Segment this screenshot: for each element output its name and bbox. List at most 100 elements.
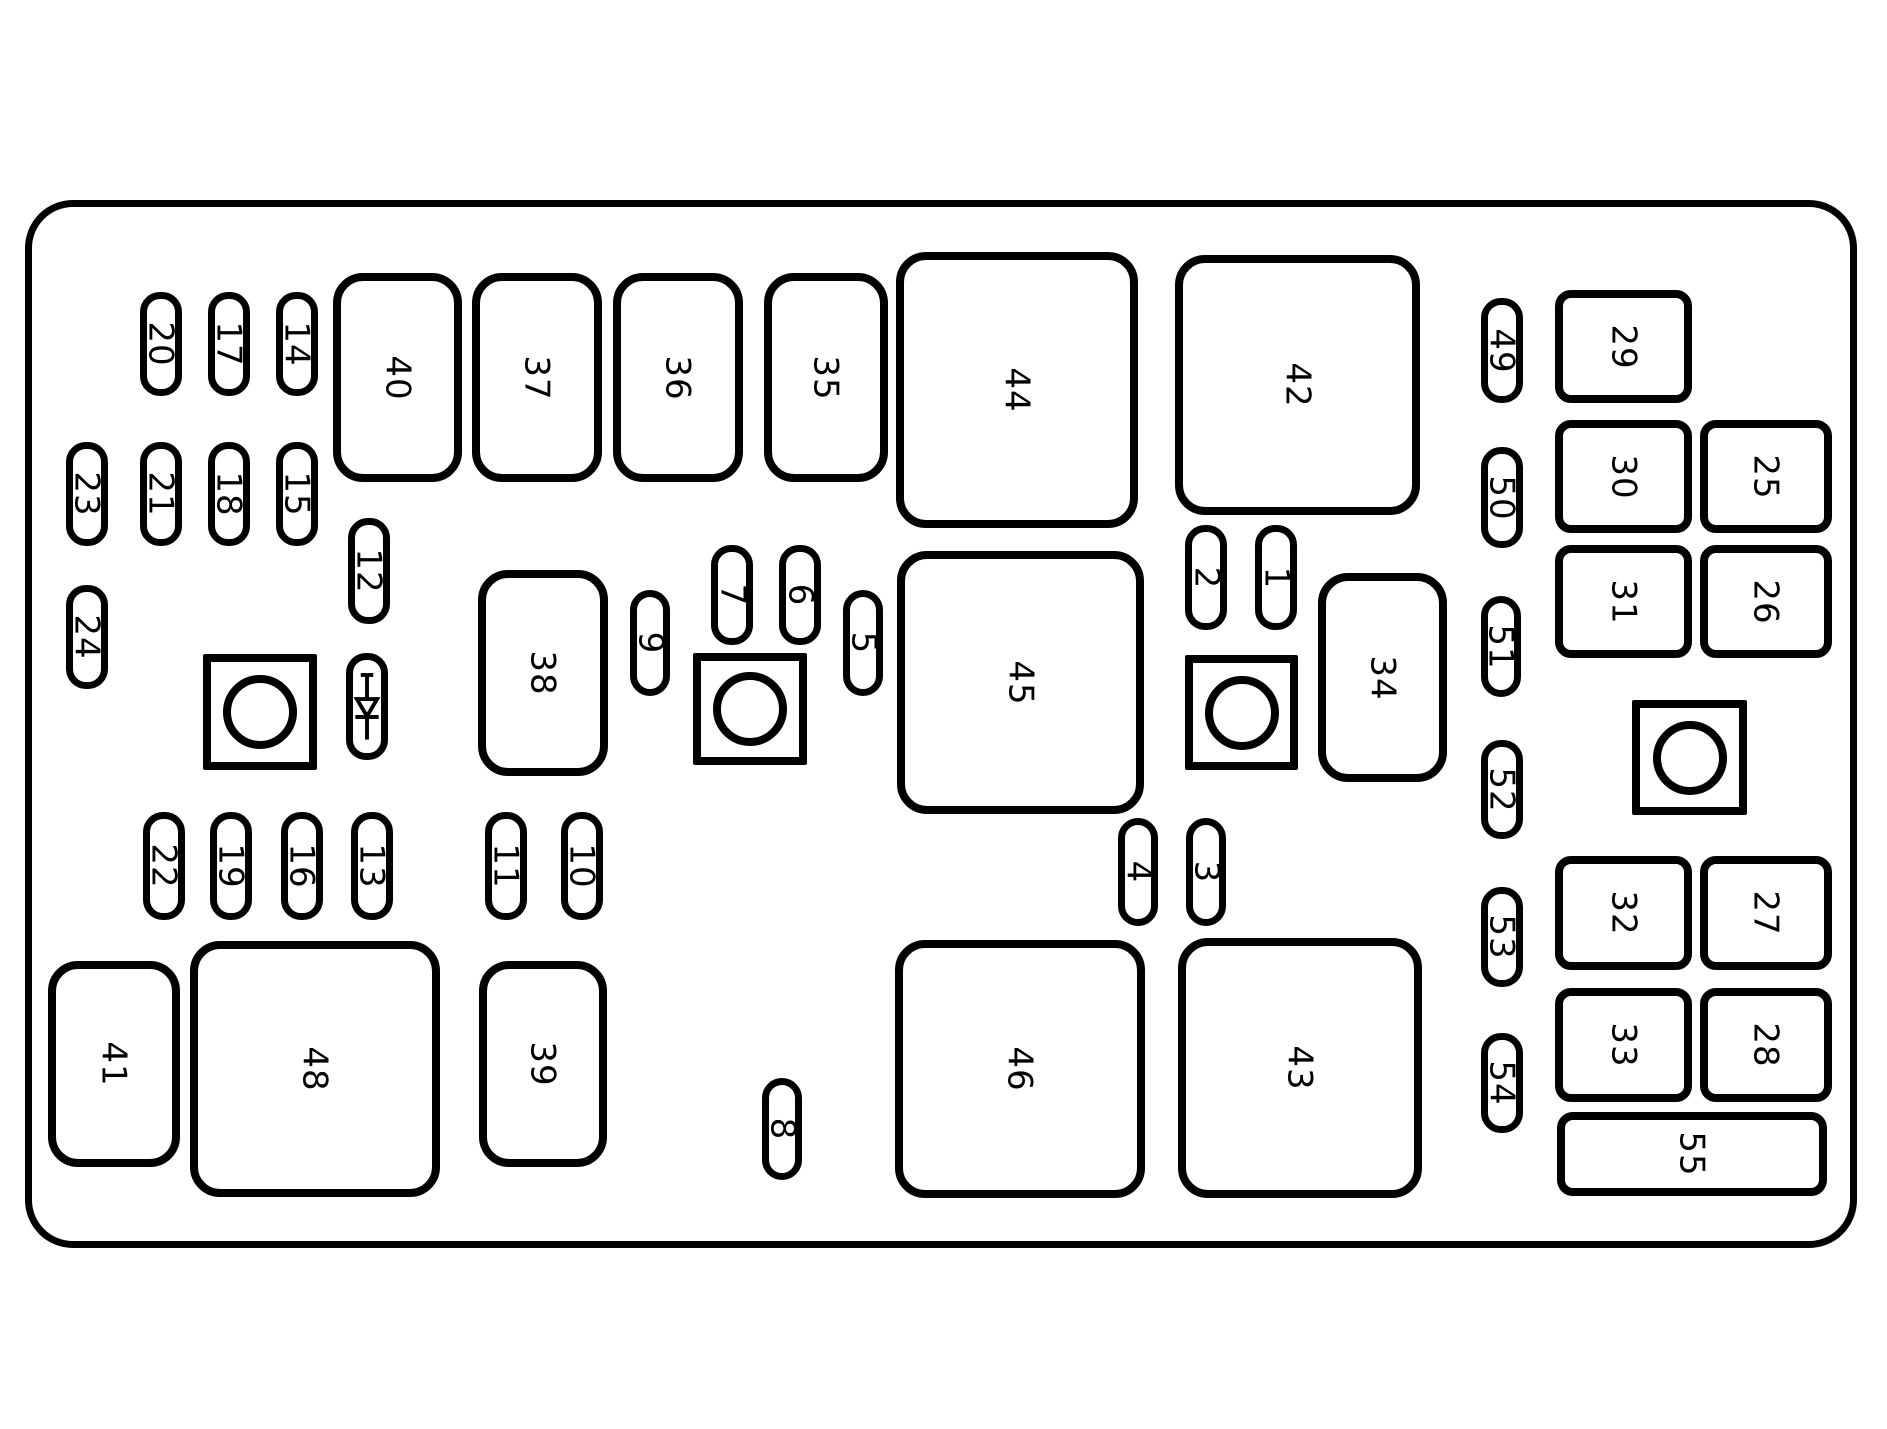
bolt-circle-icon bbox=[1204, 675, 1279, 750]
relay-45: 45 bbox=[897, 551, 1144, 814]
fuse-8-label: 8 bbox=[761, 1117, 802, 1141]
fuse-7-label: 7 bbox=[711, 583, 752, 607]
fuse-53: 53 bbox=[1481, 887, 1523, 987]
relay-39: 39 bbox=[479, 961, 607, 1167]
fuse-49: 49 bbox=[1481, 298, 1523, 403]
fuse-29: 29 bbox=[1555, 290, 1692, 403]
fuse-52: 52 bbox=[1481, 740, 1523, 839]
fuse-28: 28 bbox=[1700, 988, 1832, 1102]
mounting-bolt-center bbox=[693, 653, 807, 765]
fuse-14: 14 bbox=[276, 292, 318, 396]
fuse-12: 12 bbox=[348, 518, 390, 624]
relay-40: 40 bbox=[333, 273, 462, 482]
fuse-31: 31 bbox=[1555, 545, 1692, 658]
diode bbox=[346, 653, 388, 760]
fuse-33: 33 bbox=[1555, 988, 1692, 1102]
fuse-17-label: 17 bbox=[209, 321, 250, 367]
fuse-20: 20 bbox=[140, 292, 182, 396]
fuse-26: 26 bbox=[1700, 545, 1832, 658]
fuse-32: 32 bbox=[1555, 856, 1692, 970]
relay-48-label: 48 bbox=[294, 1046, 335, 1092]
fuse-25-label: 25 bbox=[1745, 453, 1786, 500]
fuse-3: 3 bbox=[1186, 818, 1226, 926]
fuse-6-label: 6 bbox=[779, 583, 820, 607]
fuse-8: 8 bbox=[762, 1078, 802, 1180]
fuse-18-label: 18 bbox=[209, 471, 250, 517]
fuse-19: 19 bbox=[210, 812, 252, 920]
relay-39-label: 39 bbox=[522, 1041, 563, 1087]
fuse-25: 25 bbox=[1700, 420, 1832, 533]
fuse-5: 5 bbox=[843, 590, 883, 696]
relay-46-label: 46 bbox=[999, 1046, 1040, 1092]
fuse-10-label: 10 bbox=[562, 843, 603, 889]
relay-42: 42 bbox=[1175, 255, 1420, 515]
fuse-15: 15 bbox=[276, 442, 318, 546]
fuse-13-label: 13 bbox=[352, 843, 393, 889]
relay-45-label: 45 bbox=[1000, 659, 1041, 706]
fuse-23-label: 23 bbox=[67, 471, 108, 517]
fuse-21: 21 bbox=[140, 442, 182, 546]
fuse-22: 22 bbox=[143, 812, 185, 920]
fuse-11: 11 bbox=[485, 812, 527, 920]
fuse-5-label: 5 bbox=[842, 631, 883, 655]
fuse-23: 23 bbox=[66, 442, 108, 546]
fuse-2-label: 2 bbox=[1185, 566, 1226, 589]
fuse-54: 54 bbox=[1481, 1033, 1523, 1133]
fuse-10: 10 bbox=[561, 812, 603, 920]
fuse-50-label: 50 bbox=[1482, 474, 1523, 521]
relay-48: 48 bbox=[190, 941, 440, 1197]
fuse-16-label: 16 bbox=[282, 843, 323, 889]
diode-icon bbox=[353, 673, 381, 740]
fuse-27: 27 bbox=[1700, 856, 1832, 970]
fuse-54-label: 54 bbox=[1482, 1060, 1523, 1106]
fuse-19-label: 19 bbox=[211, 843, 252, 889]
relay-37-label: 37 bbox=[516, 354, 557, 401]
fuse-18: 18 bbox=[208, 442, 250, 546]
fuse-14-label: 14 bbox=[277, 321, 318, 367]
fuse-9-label: 9 bbox=[629, 631, 670, 655]
fuse-30-label: 30 bbox=[1603, 453, 1644, 500]
fuse-31-label: 31 bbox=[1603, 578, 1644, 625]
fuse-7: 7 bbox=[711, 545, 753, 645]
fuse-11-label: 11 bbox=[486, 843, 527, 889]
fuse-24: 24 bbox=[66, 585, 108, 689]
relay-38: 38 bbox=[478, 570, 608, 776]
relay-34: 34 bbox=[1318, 573, 1447, 782]
fuse-51-label: 51 bbox=[1481, 623, 1522, 670]
fuse-1-label: 1 bbox=[1255, 566, 1296, 589]
fuse-15-label: 15 bbox=[277, 471, 318, 517]
relay-40-label: 40 bbox=[377, 354, 418, 401]
fuse-30: 30 bbox=[1555, 420, 1692, 533]
relay-36-label: 36 bbox=[657, 354, 698, 401]
fuse-16: 16 bbox=[281, 812, 323, 920]
fuse-53-label: 53 bbox=[1482, 914, 1523, 960]
fuse-12-label: 12 bbox=[349, 548, 390, 594]
bolt-circle-icon bbox=[713, 672, 787, 746]
relay-35-label: 35 bbox=[805, 354, 846, 401]
relay-38-label: 38 bbox=[522, 650, 563, 696]
relay-44: 44 bbox=[896, 252, 1138, 528]
fuse-26-label: 26 bbox=[1745, 578, 1786, 625]
relay-42-label: 42 bbox=[1277, 362, 1318, 408]
relay-43: 43 bbox=[1178, 938, 1422, 1198]
fuse-52-label: 52 bbox=[1482, 766, 1523, 813]
fuse-4-label: 4 bbox=[1117, 860, 1158, 884]
fuse-2: 2 bbox=[1185, 525, 1227, 630]
mounting-bolt-center-right bbox=[1185, 655, 1298, 770]
relay-34-label: 34 bbox=[1362, 654, 1403, 701]
mounting-bolt-left bbox=[203, 654, 317, 770]
bolt-circle-icon bbox=[223, 675, 297, 749]
fuse-32-label: 32 bbox=[1603, 890, 1644, 936]
relay-35: 35 bbox=[764, 273, 888, 482]
fuse-1: 1 bbox=[1255, 525, 1297, 630]
fuse-27-label: 27 bbox=[1745, 890, 1786, 936]
fuse-28-label: 28 bbox=[1745, 1022, 1786, 1068]
relay-43-label: 43 bbox=[1279, 1045, 1320, 1091]
fuse-49-label: 49 bbox=[1482, 327, 1523, 374]
fuse-20-label: 20 bbox=[141, 321, 182, 367]
fuse-13: 13 bbox=[351, 812, 393, 920]
relay-41-label: 41 bbox=[93, 1041, 134, 1087]
fuse-3-label: 3 bbox=[1185, 860, 1226, 884]
fuse-6: 6 bbox=[779, 545, 821, 645]
